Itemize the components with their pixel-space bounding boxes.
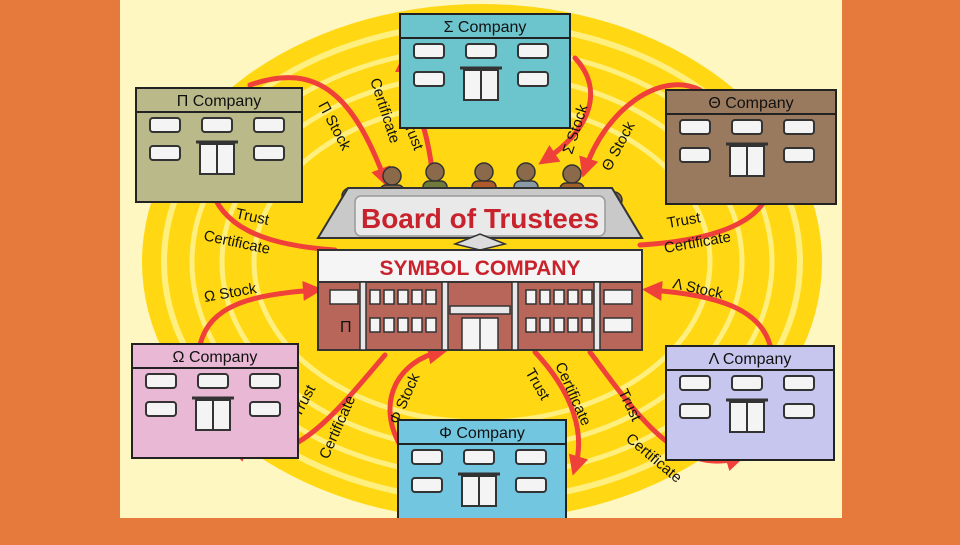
omega-company-building: Ω Company	[131, 343, 299, 459]
sigma-stock-arrow	[538, 55, 594, 165]
frame-left	[0, 0, 120, 540]
board-title: Board of Trustees	[361, 203, 599, 234]
side-mark: Π	[340, 319, 352, 336]
pi-company-building: Π Company	[135, 87, 303, 203]
symbol-company-building: Board of Trustees SYMBOL COMPANY Π	[316, 162, 644, 351]
company-label: Θ Company	[708, 95, 793, 112]
phi-stock-arrow	[387, 344, 448, 448]
phi-company-building: Φ Company	[397, 419, 567, 535]
company-title: SYMBOL COMPANY	[379, 257, 580, 280]
frame-right	[842, 0, 960, 540]
phi-trust-arrow	[532, 349, 589, 476]
company-label: Σ Company	[444, 19, 527, 36]
company-label: Ω Company	[173, 349, 258, 366]
company-label: Λ Company	[709, 351, 792, 368]
sigma-company-building: Σ Company	[399, 13, 571, 129]
company-label: Φ Company	[439, 425, 525, 442]
theta-company-building: Θ Company	[665, 89, 837, 205]
lambda-stock-arrow	[642, 280, 773, 348]
lambda-company-building: Λ Company	[665, 345, 835, 461]
frame-bottom	[120, 518, 842, 540]
theta-trust-label-1: Trust	[666, 209, 703, 232]
omega-stock-arrow	[197, 280, 323, 348]
company-label: Π Company	[177, 93, 261, 110]
pi-trust-label-1: Trust	[234, 205, 271, 229]
theta-stock-arrow	[579, 82, 703, 178]
company-sign	[317, 249, 643, 283]
pi-stock-arrow	[247, 75, 391, 188]
